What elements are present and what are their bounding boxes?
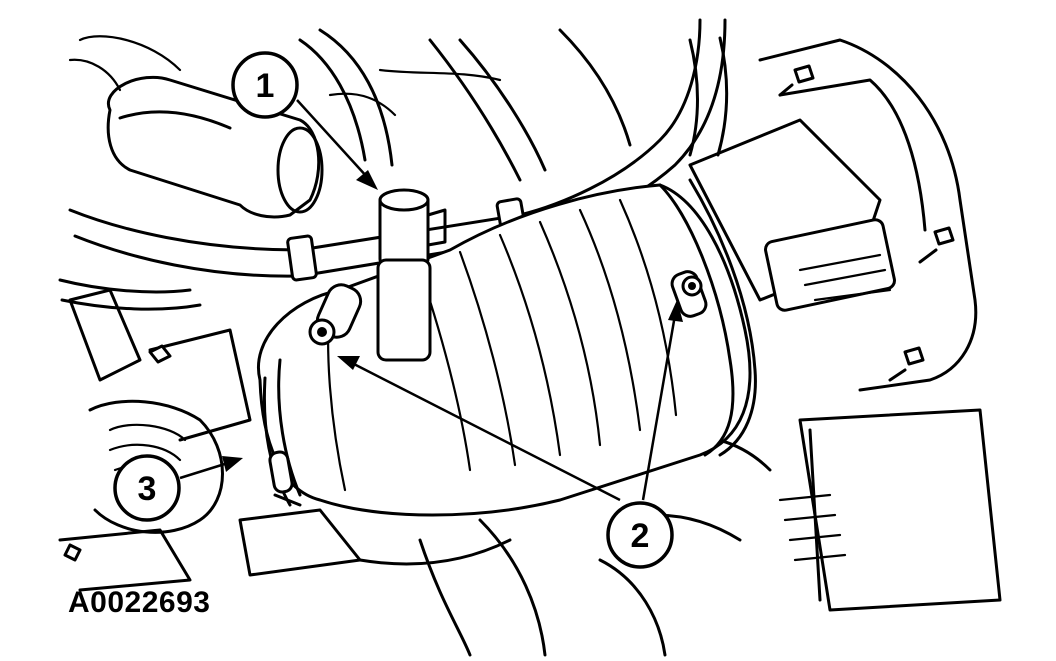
callout-2: 2 — [606, 501, 674, 569]
pcv-tee-fitting — [376, 188, 447, 362]
air-intake-tube — [257, 178, 757, 517]
callout-3: 3 — [113, 454, 181, 522]
callout-1-label: 1 — [256, 67, 275, 105]
bolt-right-middle — [918, 226, 955, 264]
callout-1: 1 — [231, 51, 299, 119]
figure-code: A0022693 — [68, 586, 211, 619]
bolt-right-top — [778, 64, 815, 97]
callout-2-label: 2 — [631, 517, 650, 555]
bolt-right-lower — [888, 346, 925, 382]
clamp-bolt-left — [308, 283, 363, 346]
clamp-bolt-right — [670, 270, 708, 318]
callout-leaders — [179, 99, 683, 502]
callout-3-label: 3 — [138, 470, 157, 508]
